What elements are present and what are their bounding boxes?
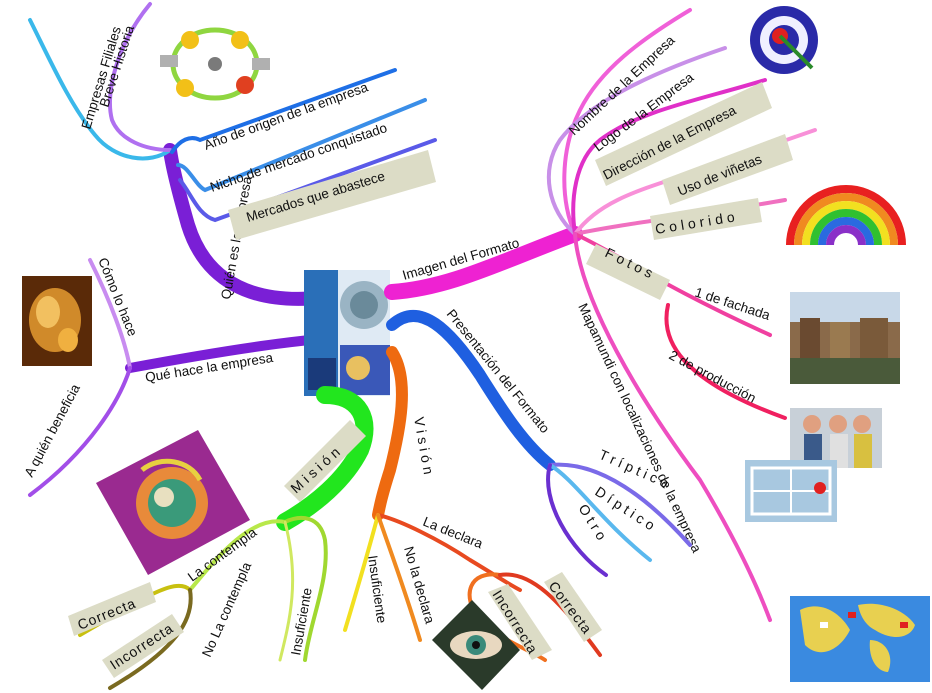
label-vision: Visión xyxy=(411,416,438,480)
center-logo-icon xyxy=(304,270,390,396)
label-box-correcta-m: Correcta xyxy=(68,582,156,636)
branch-que-hace xyxy=(28,258,315,497)
production-photo-icon xyxy=(745,460,837,522)
cave-photo-icon xyxy=(22,276,92,366)
rainbow-icon xyxy=(786,185,906,246)
label-otro: Otro xyxy=(575,501,611,546)
factory-photo-icon xyxy=(790,292,900,384)
branch-quien-es xyxy=(28,2,437,306)
label-insuficiente-v: Insuficiente xyxy=(365,554,389,624)
branch-presentacion xyxy=(386,309,692,577)
workers-photo-icon xyxy=(790,408,882,468)
branch-imagen-formato xyxy=(384,8,817,622)
label-produccion: 2 de producción xyxy=(667,347,759,405)
world-map-icon xyxy=(790,596,930,682)
label-box-colorido: Colorido xyxy=(650,198,762,240)
globe-person-icon xyxy=(96,430,250,575)
process-cycle-icon xyxy=(156,22,276,106)
label-box-fotos: Fotos xyxy=(586,244,670,300)
eye-icon xyxy=(432,600,520,690)
label-box-correcta-v: Correcta xyxy=(544,572,602,642)
branch-mision xyxy=(78,386,374,690)
label-la-declara: La declara xyxy=(421,514,486,552)
label-no-la-declara: No la declara xyxy=(401,545,437,626)
target-icon xyxy=(750,6,818,74)
label-presentacion: Presentación del Formato xyxy=(444,306,553,436)
label-a-quien: A quién beneficia xyxy=(21,381,83,479)
